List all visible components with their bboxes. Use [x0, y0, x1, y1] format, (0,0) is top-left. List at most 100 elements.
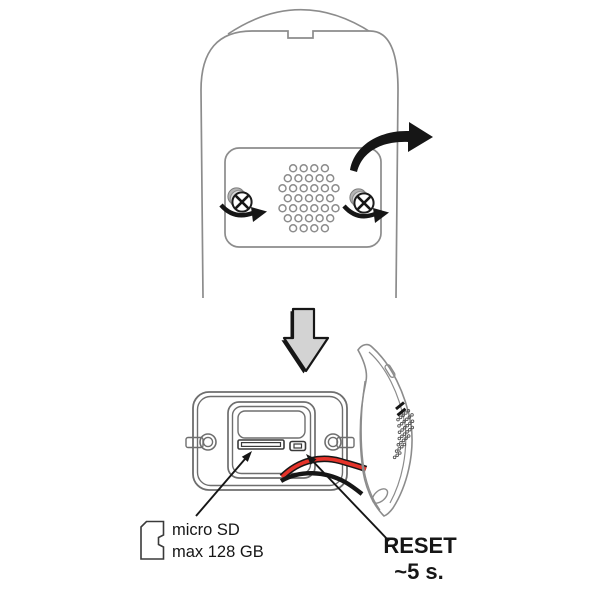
flap-grille-hole: [397, 447, 401, 451]
flap-grille-hole: [405, 423, 410, 428]
sd-card-slot: [237, 439, 285, 450]
reset-label-line2: ~5 s.: [394, 559, 444, 584]
device-body: [201, 31, 398, 298]
device-body-outline: [200, 30, 399, 299]
flap-grille-hole: [405, 430, 409, 434]
wires: [279, 455, 368, 496]
grille-hole: [299, 204, 308, 213]
flap-grille-hole: [410, 413, 414, 417]
flap-grille-hole: [402, 426, 407, 430]
grille-hole: [299, 224, 308, 233]
grille-hole: [283, 214, 293, 223]
grille-hole: [294, 174, 303, 183]
grille-hole: [299, 164, 308, 173]
recess-outer: [227, 401, 316, 479]
module-outer-frame: [192, 391, 348, 491]
screw-right-turn-arrowhead: [373, 208, 389, 223]
flap-oval-hole: [371, 488, 389, 504]
grille-hole: [315, 194, 324, 203]
grille-hole: [325, 194, 335, 203]
reset-button-outer: [289, 440, 307, 452]
module-inner-frame: [196, 395, 344, 487]
grille-hole: [320, 224, 330, 233]
wire-red: [280, 457, 367, 479]
recess-inner: [231, 405, 312, 475]
grille-hole: [320, 164, 330, 173]
step-down-arrow: [281, 307, 330, 374]
cover-flap: [357, 343, 415, 517]
grille-hole: [299, 184, 308, 193]
grille-hole: [294, 194, 303, 203]
grille-hole: [283, 174, 293, 183]
microsd-card-icon: [140, 520, 165, 560]
screw-left: [219, 187, 267, 222]
screw-right: [342, 188, 389, 223]
cover-flap-hinge-line: [360, 380, 381, 511]
flap-grille-hole: [404, 411, 408, 415]
grille-hole: [315, 214, 324, 223]
flap-grille-hole: [401, 413, 405, 417]
screw-left-turn-arrowhead: [251, 207, 267, 222]
flap-speaker-grille: [392, 401, 415, 460]
sd-leader-line: [195, 458, 246, 517]
flap-grille-hole: [405, 417, 409, 422]
flap-grille-hole: [394, 449, 399, 453]
grille-hole: [325, 174, 335, 183]
wire-black: [279, 471, 364, 496]
reset-label-line1: RESET: [383, 533, 457, 558]
screw-left-cross-icon: [235, 195, 249, 209]
grille-hole: [310, 164, 319, 173]
flap-grille-hole: [402, 419, 406, 424]
sd-leader-arrow: [195, 451, 252, 517]
flap-grille-hole: [399, 421, 404, 426]
step-down-arrow-body: [282, 307, 330, 373]
compartment-module: [185, 391, 355, 491]
flap-grille-hole: [408, 421, 412, 426]
flap-grille-hole: [392, 455, 397, 460]
flap-grille-slot: [395, 401, 405, 411]
flap-grille-hole: [396, 417, 400, 422]
grille-hole: [310, 224, 319, 233]
grille-hole: [283, 194, 293, 203]
flap-grille-hole: [399, 440, 403, 445]
grille-hole: [315, 174, 324, 183]
flap-grille-hole: [407, 415, 412, 419]
grille-hole: [320, 184, 330, 193]
grille-hole: [288, 224, 298, 233]
flap-grille-hole: [396, 443, 401, 447]
microsd-label-line2: max 128 GB: [172, 543, 264, 561]
device-back-view: [200, 9, 433, 299]
open-direction-arrow: [350, 122, 433, 172]
grille-hole: [294, 214, 303, 223]
sd-slot-outer: [237, 439, 285, 450]
flap-grille-hole: [401, 438, 406, 443]
flap-grille-hole: [400, 428, 404, 432]
mounting-dome: [227, 9, 373, 35]
grille-hole: [310, 184, 319, 193]
reset-leader-line: [312, 461, 390, 542]
grille-hole: [320, 204, 330, 213]
screw-right-cross-icon: [357, 196, 371, 210]
flap-grille-hole: [397, 430, 402, 434]
recess-plate: [237, 410, 306, 439]
screw-right-turn-arrow: [342, 204, 376, 219]
screw-hole-right: [324, 433, 342, 451]
cover-flap-edge-line: [368, 351, 407, 504]
screw-hole-right-inner: [327, 436, 339, 448]
grille-hole: [288, 164, 298, 173]
flap-grille-hole: [402, 442, 407, 447]
grille-hole: [278, 204, 287, 213]
flap-grille-hole: [395, 453, 399, 457]
flap-grille-hole: [400, 434, 404, 439]
screw-hole-left-inner: [202, 436, 214, 448]
microsd-label: micro SD max 128 GB: [172, 521, 264, 561]
speaker-grille: [278, 164, 340, 233]
flap-grille-hole: [410, 425, 415, 430]
grille-hole: [288, 204, 298, 213]
cover-flap-slot: [384, 364, 396, 378]
sd-leader-arrowhead: [241, 451, 252, 462]
flap-grille-slot: [396, 407, 407, 417]
flap-grille-hole: [398, 415, 403, 420]
